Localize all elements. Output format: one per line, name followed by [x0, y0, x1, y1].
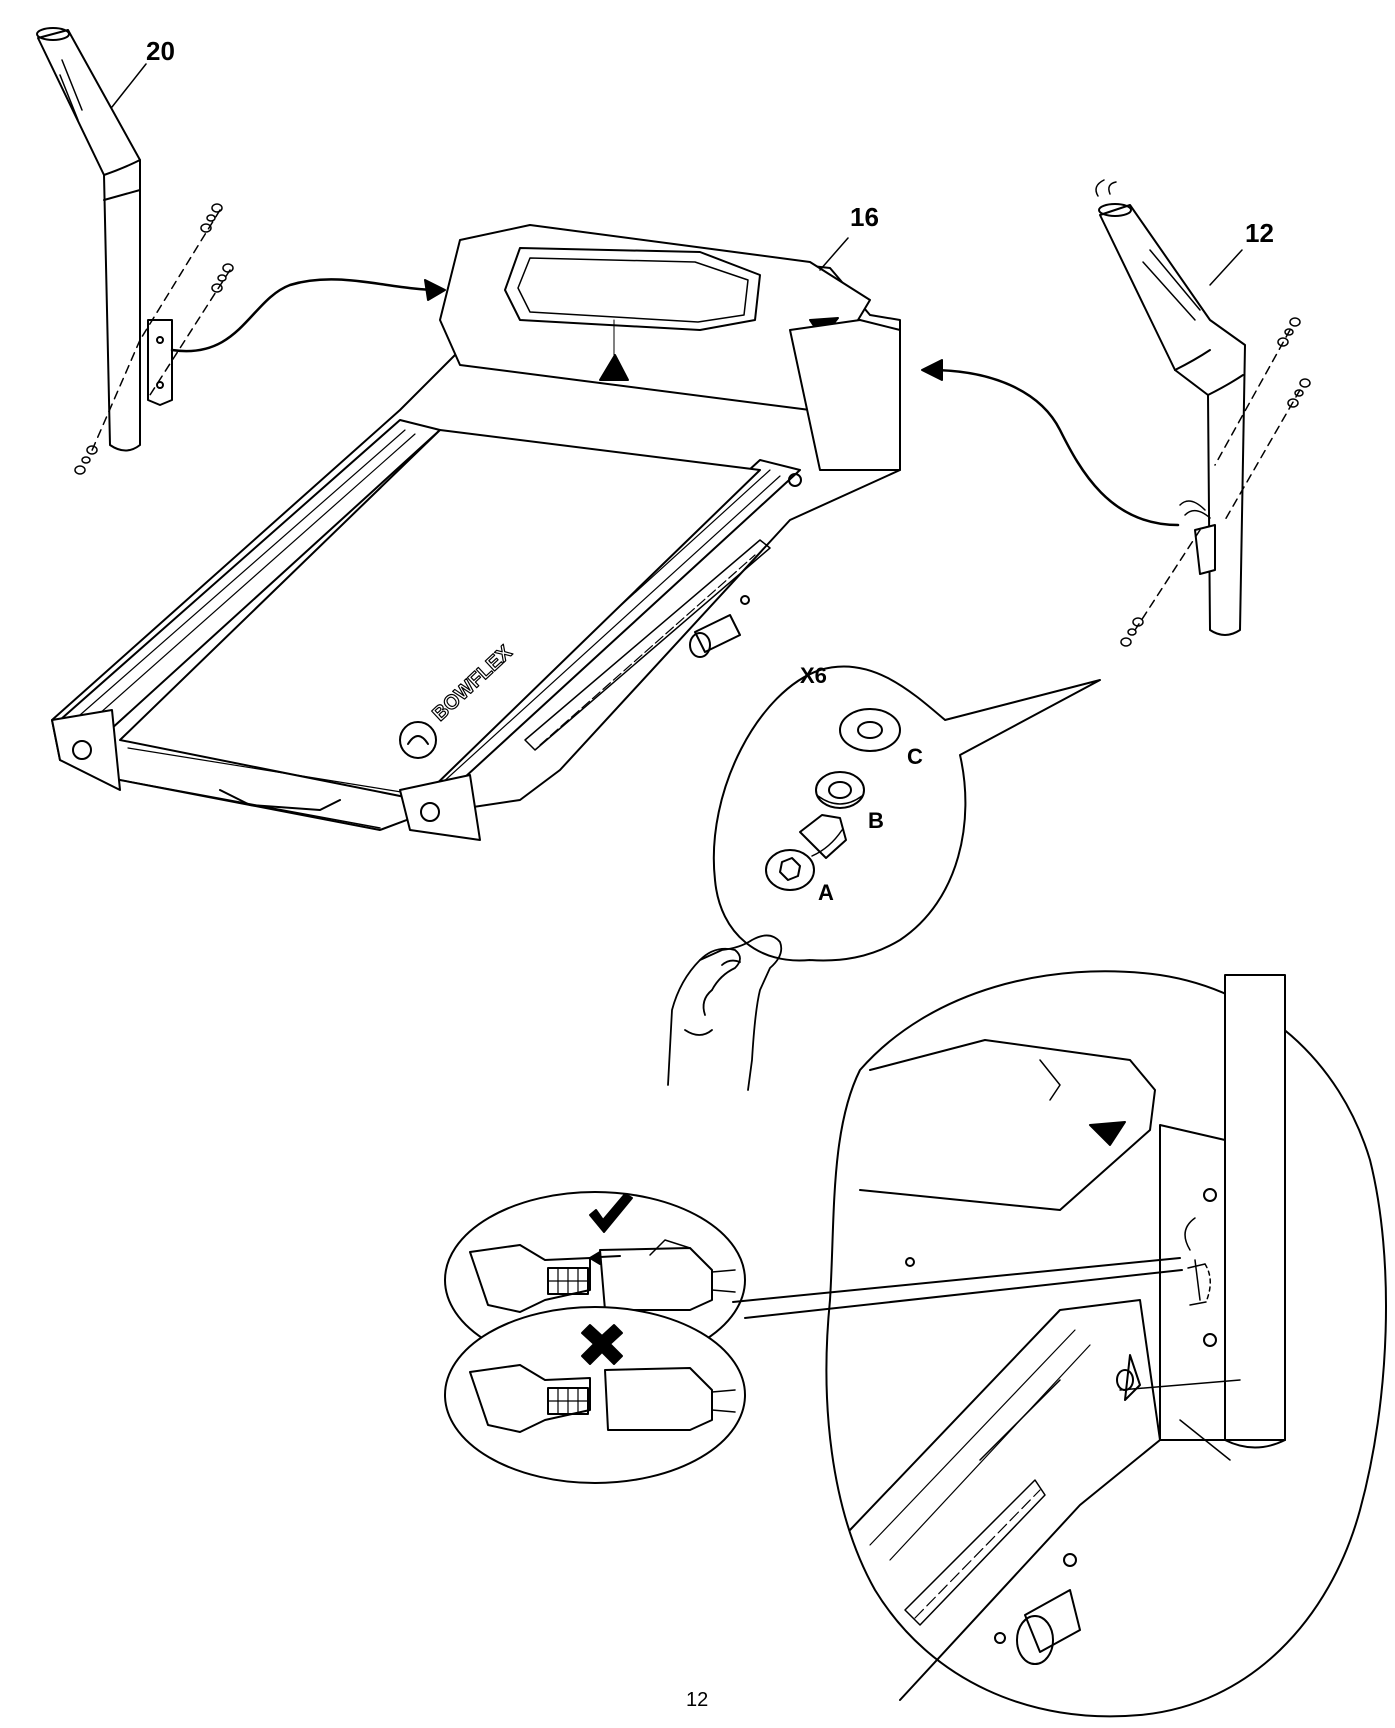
callout-12: 12 [1245, 218, 1274, 248]
left-leader-line [111, 63, 147, 108]
incorrect-connector-oval [444, 1306, 746, 1484]
left-hardware [74, 203, 234, 475]
callout-20: 20 [146, 36, 175, 66]
callout-16: 16 [850, 202, 879, 232]
treadmill-base [51, 224, 901, 841]
right-upright-tube [1095, 179, 1246, 636]
hardware-callout-bubble [712, 665, 1101, 962]
callout-a: A [818, 880, 834, 905]
check-mark-icon [589, 1193, 633, 1233]
washer-b-icon [815, 771, 865, 809]
connector-callout-tail [732, 1257, 1183, 1319]
bolt-a-icon [765, 814, 847, 891]
right-leader-line [1209, 249, 1243, 286]
right-assembly-arrow [921, 359, 1180, 527]
callout-b: B [868, 808, 884, 833]
right-dashed-bolt-paths [1134, 329, 1301, 631]
page-number: 12 [686, 1689, 709, 1711]
left-upright-tube [36, 27, 173, 452]
magnified-detail-circle [825, 970, 1387, 1718]
console-leader-line [819, 237, 849, 271]
right-hardware [1120, 317, 1311, 647]
left-dashed-bolt-paths [89, 209, 231, 456]
x-mark-icon [581, 1324, 623, 1365]
callout-c: C [907, 744, 923, 769]
left-assembly-arrow [170, 278, 446, 353]
hand-icon [667, 934, 783, 1091]
callout-quantity-x6: X6 [800, 663, 827, 688]
washer-c-icon [839, 708, 901, 752]
